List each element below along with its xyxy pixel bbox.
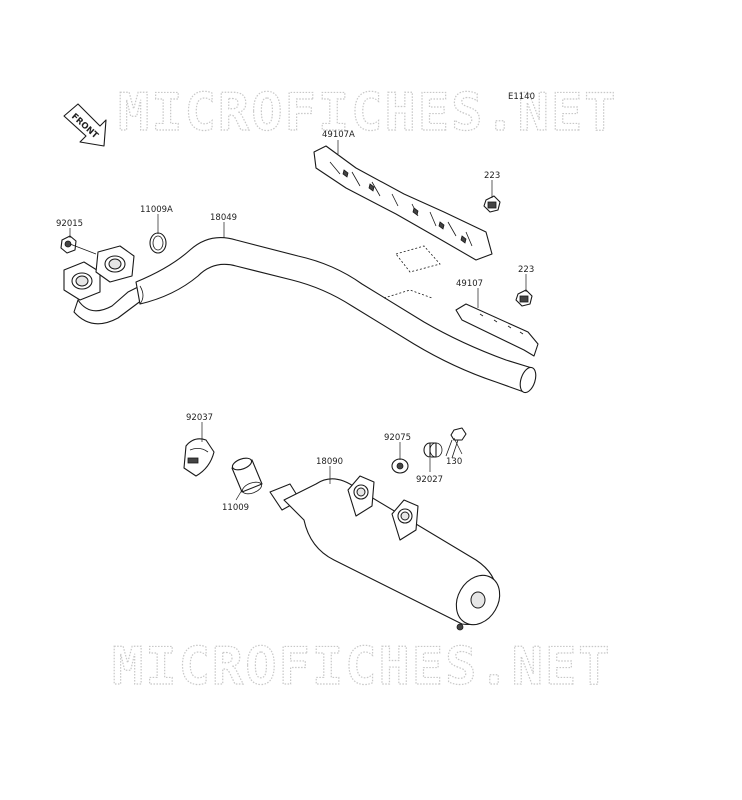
front-arrow-icon: FRONT <box>63 103 107 147</box>
watermark-bottom: MICROFICHES.NET <box>112 637 612 697</box>
grommet-92075 <box>391 458 409 474</box>
bolt-223-mid <box>515 289 533 307</box>
label-11009: 11009 <box>222 503 249 513</box>
bolt-130 <box>445 427 467 459</box>
label-11009A: 11009A <box>140 205 173 215</box>
label-223-mid: 223 <box>518 265 534 275</box>
pipe-flange-left <box>63 261 101 301</box>
pipe-flange-right <box>95 245 135 283</box>
bolt-223-top <box>483 195 501 213</box>
heat-guard-49107A <box>313 145 493 261</box>
nut-92015 <box>60 235 77 254</box>
leader-lines <box>69 140 527 501</box>
label-49107A: 49107A <box>322 130 355 140</box>
heat-guard-49107 <box>455 303 539 357</box>
gasket-11009A <box>149 232 167 254</box>
diagram-code: E1140 <box>508 92 535 102</box>
watermark-top: MICROFICHES.NET <box>118 83 618 143</box>
label-92075: 92075 <box>384 433 411 443</box>
exhaust-pipe-18049 <box>63 237 537 394</box>
label-49107: 49107 <box>456 279 483 289</box>
label-92037: 92037 <box>186 413 213 423</box>
label-92015: 92015 <box>56 219 83 229</box>
clamp-92037 <box>183 438 215 477</box>
collar-92027 <box>423 442 443 458</box>
label-92027: 92027 <box>416 475 443 485</box>
gasket-11009 <box>231 457 263 495</box>
label-18090: 18090 <box>316 457 343 467</box>
muffler-18090 <box>269 475 501 631</box>
label-223-top: 223 <box>484 171 500 181</box>
label-18049: 18049 <box>210 213 237 223</box>
label-130: 130 <box>446 457 462 467</box>
